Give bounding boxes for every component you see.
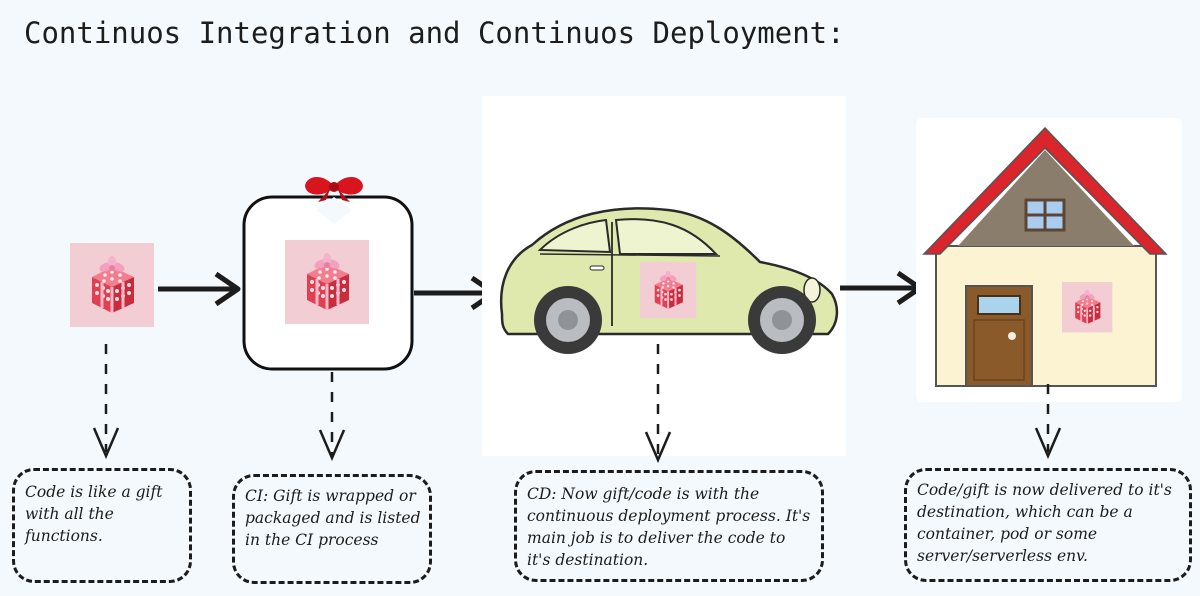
- arrow-right-icon: [840, 270, 923, 306]
- dashed-arrow-down-icon: [92, 344, 120, 460]
- ribbon-bow-icon: [305, 176, 363, 202]
- note-delivered: Code/gift is now delivered to it's desti…: [904, 468, 1192, 582]
- arrow-right-icon: [158, 271, 241, 307]
- note-code: Code is like a gift with all the functio…: [12, 468, 192, 583]
- dashed-arrow-down-icon: [318, 372, 346, 462]
- page-title: Continuos Integration and Continuos Depl…: [24, 16, 845, 50]
- note-ci: CI: Gift is wrapped or packaged and is l…: [232, 474, 432, 584]
- house-icon: [916, 118, 1182, 402]
- dashed-arrow-down-icon: [644, 344, 672, 464]
- note-cd: CD: Now gift/code is with the continuous…: [514, 470, 824, 582]
- wrapped-box-icon: [242, 195, 414, 371]
- dashed-arrow-down-icon: [1034, 384, 1062, 460]
- gift-box-icon: [68, 241, 156, 329]
- car-icon: [499, 207, 839, 354]
